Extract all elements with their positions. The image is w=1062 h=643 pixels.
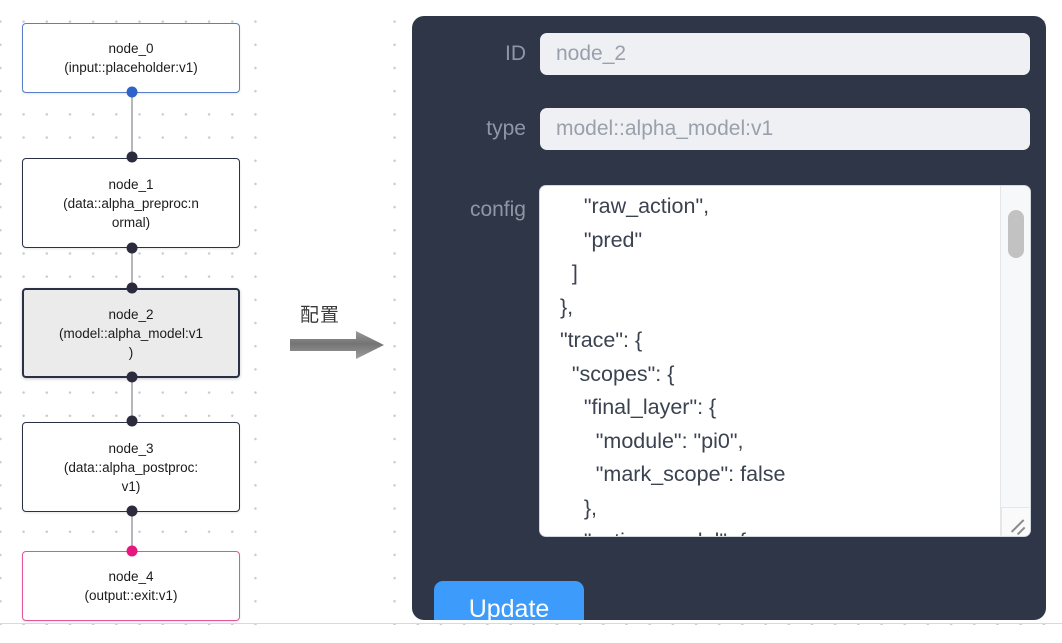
graph-node-node_1[interactable]: node_1 (data::alpha_preproc:n ormal) (22, 158, 240, 248)
edge-node3-node4 (131, 511, 133, 551)
node-title: node_0 (108, 41, 154, 56)
canvas-gap-mask (268, 0, 392, 625)
config-textarea-wrapper: "raw_action", "pred" ] }, "trace": { "sc… (540, 186, 1030, 536)
graph-node-node_0[interactable]: node_0 (input::placeholder:v1) (22, 23, 240, 93)
node-subtitle: (input::placeholder:v1) (64, 60, 198, 75)
node-subtitle: (data::alpha_postproc: v1) (63, 459, 199, 494)
node-title: node_4 (108, 569, 154, 584)
handle-node_4-target[interactable] (126, 545, 138, 557)
config-panel: ID type config "raw_action", "pred" ] },… (412, 16, 1046, 620)
node-subtitle: (model::alpha_model:v1 ) (58, 325, 204, 360)
edge-node1-node2 (131, 248, 133, 288)
handle-node_2-target[interactable] (126, 282, 138, 294)
handle-node_1-source[interactable] (126, 242, 138, 254)
field-row-type: type (424, 108, 1030, 150)
config-label: config (469, 198, 526, 221)
edge-node2-node3 (131, 377, 133, 421)
config-scrollbar-thumb[interactable] (1008, 210, 1024, 258)
handle-node_2-source[interactable] (126, 371, 138, 383)
node-title: node_3 (108, 440, 154, 456)
graph-node-node_3[interactable]: node_3 (data::alpha_postproc: v1) (22, 422, 240, 512)
field-row-config: config "raw_action", "pred" ] }, "trace"… (424, 186, 1030, 536)
right-arrow-icon (290, 331, 384, 359)
node-subtitle: (output::exit:v1) (84, 588, 178, 603)
id-label: ID (505, 42, 526, 65)
config-scrollbar[interactable] (1000, 186, 1030, 536)
node-title: node_2 (108, 306, 154, 322)
bottom-divider (0, 623, 1062, 624)
graph-node-node_2[interactable]: node_2 (model::alpha_model:v1 ) (22, 288, 240, 378)
handle-node_3-source[interactable] (126, 505, 138, 517)
flow-arrow-group: 配置 (288, 300, 396, 362)
id-input[interactable] (540, 33, 1030, 75)
config-textarea[interactable]: "raw_action", "pred" ] }, "trace": { "sc… (540, 186, 1000, 536)
handle-node_1-target[interactable] (126, 151, 138, 163)
edge-node0-node1 (131, 92, 133, 158)
node-subtitle: (data::alpha_preproc:n ormal) (63, 195, 199, 230)
node-title: node_1 (108, 176, 154, 192)
resize-grip-icon[interactable] (1001, 507, 1029, 535)
handle-node_3-target[interactable] (126, 415, 138, 427)
handle-node_0-source[interactable] (126, 86, 138, 98)
type-input[interactable] (540, 108, 1030, 150)
graph-node-node_4[interactable]: node_4 (output::exit:v1) (22, 551, 240, 621)
type-label: type (486, 117, 526, 140)
field-row-id: ID (424, 33, 1030, 75)
update-button[interactable]: Update (434, 581, 584, 620)
flow-arrow-label: 配置 (300, 304, 341, 326)
